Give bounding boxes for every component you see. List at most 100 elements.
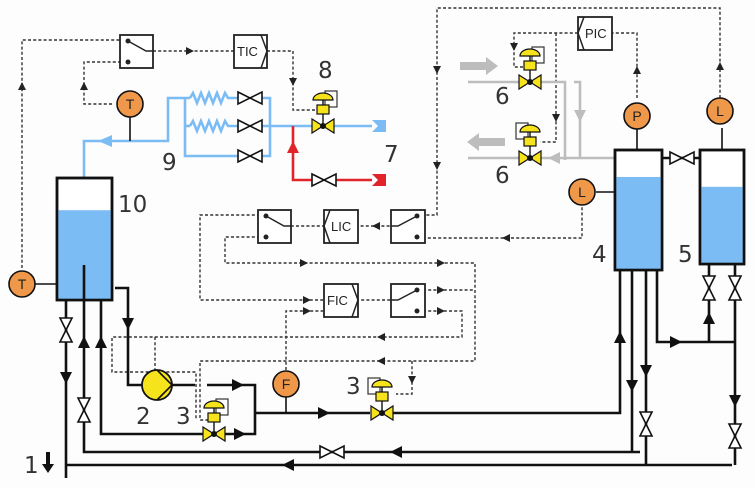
tank4-outlet-valve[interactable] <box>638 411 654 437</box>
temperature-indicator-tank10[interactable]: T <box>8 270 36 298</box>
label-flow-valve-a: 3 <box>176 404 191 430</box>
instruments: T T F P L L <box>8 90 734 413</box>
tic-label: TIC <box>237 44 258 59</box>
flow-arrow <box>626 380 638 392</box>
flow-arrow <box>95 336 107 348</box>
signal-arrow <box>186 47 194 55</box>
signal-arrow <box>408 376 416 384</box>
controller-box <box>323 283 359 318</box>
hot-water-valve[interactable] <box>311 172 337 188</box>
flow-indicator[interactable]: F <box>272 370 300 398</box>
pump[interactable]: 2 <box>136 369 174 430</box>
label-pump: 2 <box>136 404 151 430</box>
signal-arrow <box>372 222 380 230</box>
signal-arrow <box>502 234 510 242</box>
label-flow-valve-b: 3 <box>346 374 361 400</box>
pressure-control-valve-a[interactable] <box>518 46 545 91</box>
flow-arrow <box>574 110 586 122</box>
tank-5: 5 <box>678 148 746 268</box>
label-heat-exchanger: 9 <box>162 150 177 176</box>
return-pipe-a <box>82 268 640 454</box>
lic-label: LIC <box>331 219 351 234</box>
signal-pic-to-valve6b <box>540 33 557 143</box>
signal-arrow <box>300 259 308 267</box>
pressure-indicator[interactable]: P <box>623 102 651 130</box>
tank5-valve-a[interactable] <box>701 275 717 301</box>
selector-switch-lic-left[interactable] <box>257 209 292 244</box>
manual-valve[interactable] <box>237 118 263 134</box>
heat-exchanger-coil-2 <box>188 117 240 135</box>
cooling-outlet-pipe <box>82 96 190 180</box>
temp-tank10-label: T <box>18 276 27 292</box>
pressure-label: P <box>632 108 641 124</box>
temperature-indicator-exchanger[interactable]: T <box>116 90 144 118</box>
tank-10: 10 <box>55 176 147 302</box>
level-tank4-label: L <box>578 184 586 200</box>
flow-arrow <box>548 152 560 164</box>
return-valve-a[interactable] <box>76 397 92 423</box>
label-tank-10: 10 <box>118 192 147 218</box>
flow-arrow <box>122 318 134 330</box>
pressure-control-valve-b[interactable] <box>515 122 542 167</box>
manual-valve[interactable] <box>237 148 263 164</box>
controller-box <box>233 34 268 69</box>
hot-water-inlet-arrow <box>372 174 386 186</box>
temp-control-valve[interactable] <box>311 90 338 135</box>
signal-arrow <box>552 114 560 122</box>
lic-controller[interactable]: LIC <box>323 209 359 244</box>
level-indicator-tank5[interactable]: L <box>706 97 734 125</box>
selector-switch-lic-right[interactable] <box>390 209 426 244</box>
pump-icon <box>141 369 173 401</box>
flow-arrow <box>234 428 246 440</box>
exchanger-bypass-pipe <box>183 98 240 158</box>
signal-level-tank5 <box>425 7 721 216</box>
flow-arrow <box>78 336 90 348</box>
label-pressure-valve-b: 6 <box>495 163 510 189</box>
feed-pipe-tank4 <box>255 268 622 415</box>
signal-arrow <box>510 43 518 51</box>
tank5-outlet-valve[interactable] <box>727 423 743 449</box>
tic-controller[interactable]: TIC <box>233 34 268 69</box>
flow-control-valve-a[interactable] <box>202 398 229 443</box>
selector-switch-fic[interactable] <box>390 283 426 318</box>
flow-label: F <box>282 376 291 392</box>
flow-arrow <box>703 312 715 324</box>
drain-valve[interactable] <box>58 317 74 343</box>
cooling-inlet-arrow <box>372 120 386 132</box>
pic-controller[interactable]: PIC <box>577 16 613 51</box>
fic-label: FIC <box>327 293 348 308</box>
flow-arrow <box>287 141 299 153</box>
flow-arrow <box>670 336 682 348</box>
signal-arrow <box>433 162 441 170</box>
signal-arrow <box>377 357 385 365</box>
control-valves <box>202 46 545 443</box>
tank5-valve-b[interactable] <box>727 275 743 301</box>
heat-exchanger-coil-1 <box>188 89 240 107</box>
signal-arrow <box>303 307 311 315</box>
tank-connection-valve[interactable] <box>669 150 695 166</box>
signal-arrow <box>633 66 641 74</box>
gas-inlet-arrow <box>460 57 498 75</box>
tank-4-liquid <box>616 176 661 269</box>
return-valve[interactable] <box>319 444 345 460</box>
hot-water-line <box>287 126 386 186</box>
signal-arrow <box>437 259 445 267</box>
fic-controller[interactable]: FIC <box>323 283 359 318</box>
flow-control-valve-b[interactable] <box>367 377 394 422</box>
signal-arrow <box>377 333 385 341</box>
flow-arrow <box>98 135 112 147</box>
signal-arrow <box>437 286 445 294</box>
signal-arrow <box>303 296 311 304</box>
tank4-to-tank5-pipe <box>655 268 735 344</box>
selector-switch-top[interactable] <box>119 34 154 69</box>
level-indicator-tank4[interactable]: L <box>568 178 596 206</box>
label-pressure-valve-a: 6 <box>495 84 510 110</box>
label-tank-4: 4 <box>592 242 607 268</box>
tank-4-outline <box>613 148 664 272</box>
flow-arrow <box>640 365 652 377</box>
gas-lines <box>460 57 615 164</box>
flow-arrow <box>232 379 244 391</box>
pump-suction-pipe <box>115 286 142 387</box>
manual-valve[interactable] <box>237 90 263 106</box>
